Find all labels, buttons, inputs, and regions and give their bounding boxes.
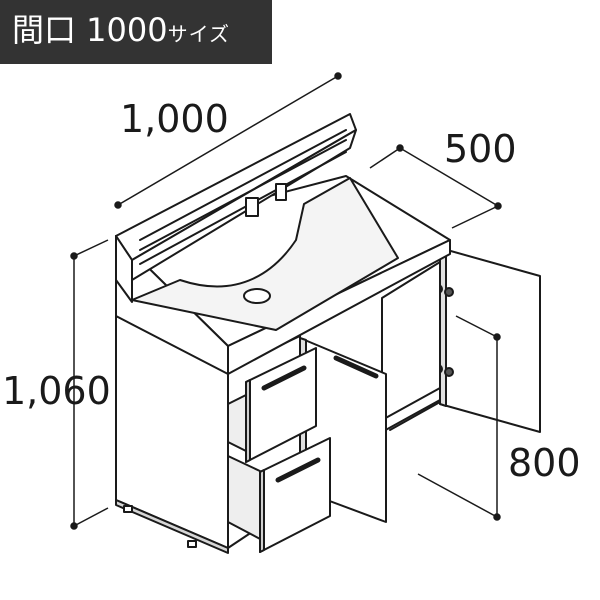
dimension-lines (70, 72, 502, 530)
hinge-icon (444, 367, 454, 377)
dim-endpoint (334, 72, 342, 80)
counter-height-label: 800 (508, 441, 581, 485)
width-dim-line (117, 75, 339, 206)
hinge-icon (444, 287, 454, 297)
dim-endpoint (70, 522, 78, 530)
height-ext-line (73, 239, 109, 257)
lower-drawer (227, 437, 331, 553)
dim-endpoint (493, 513, 501, 521)
dim-endpoint (396, 144, 404, 152)
dim-endpoint (493, 333, 501, 341)
drawer-handle (261, 365, 307, 391)
height-label: 1,060 (2, 369, 111, 413)
right-door-open (433, 247, 541, 433)
drain-icon (243, 288, 271, 304)
size-badge-title: 間口 1000 (12, 11, 168, 49)
counter-height-ext-line (417, 473, 498, 518)
size-badge: 間口 1000サイズ (0, 0, 272, 64)
depth-ext-line (369, 147, 401, 169)
backsplash (115, 113, 357, 303)
upper-drawer (227, 347, 317, 463)
size-badge-suffix: サイズ (167, 22, 231, 46)
dim-endpoint (70, 252, 78, 260)
depth-dim-line (399, 147, 499, 207)
height-ext-line (73, 507, 109, 527)
dim-endpoint (114, 201, 122, 209)
feet (123, 505, 197, 548)
counter-height-ext-line (455, 315, 498, 338)
depth-ext-line (451, 205, 499, 229)
width-label: 1,000 (120, 97, 229, 141)
door-handle (333, 355, 379, 379)
cabinet-interior (381, 261, 441, 433)
size-badge-text: 間口 1000サイズ (12, 14, 230, 46)
faucet (245, 183, 287, 217)
depth-label: 500 (444, 127, 517, 171)
dim-endpoint (494, 202, 502, 210)
drawer-handle (275, 457, 321, 483)
